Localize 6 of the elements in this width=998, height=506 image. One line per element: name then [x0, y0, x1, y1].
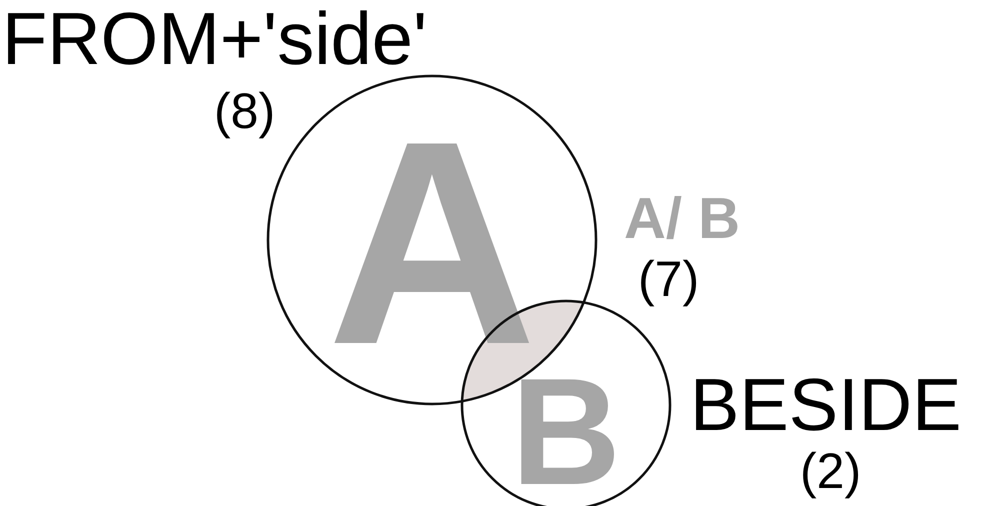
- count-label: (7): [638, 254, 700, 304]
- heading-label: FROM+'side': [2, 2, 428, 76]
- count-label: (2): [800, 446, 862, 496]
- heading-label: BESIDE: [690, 368, 962, 442]
- count-label: (8): [214, 86, 276, 136]
- set-difference-label: A/ B: [624, 190, 740, 248]
